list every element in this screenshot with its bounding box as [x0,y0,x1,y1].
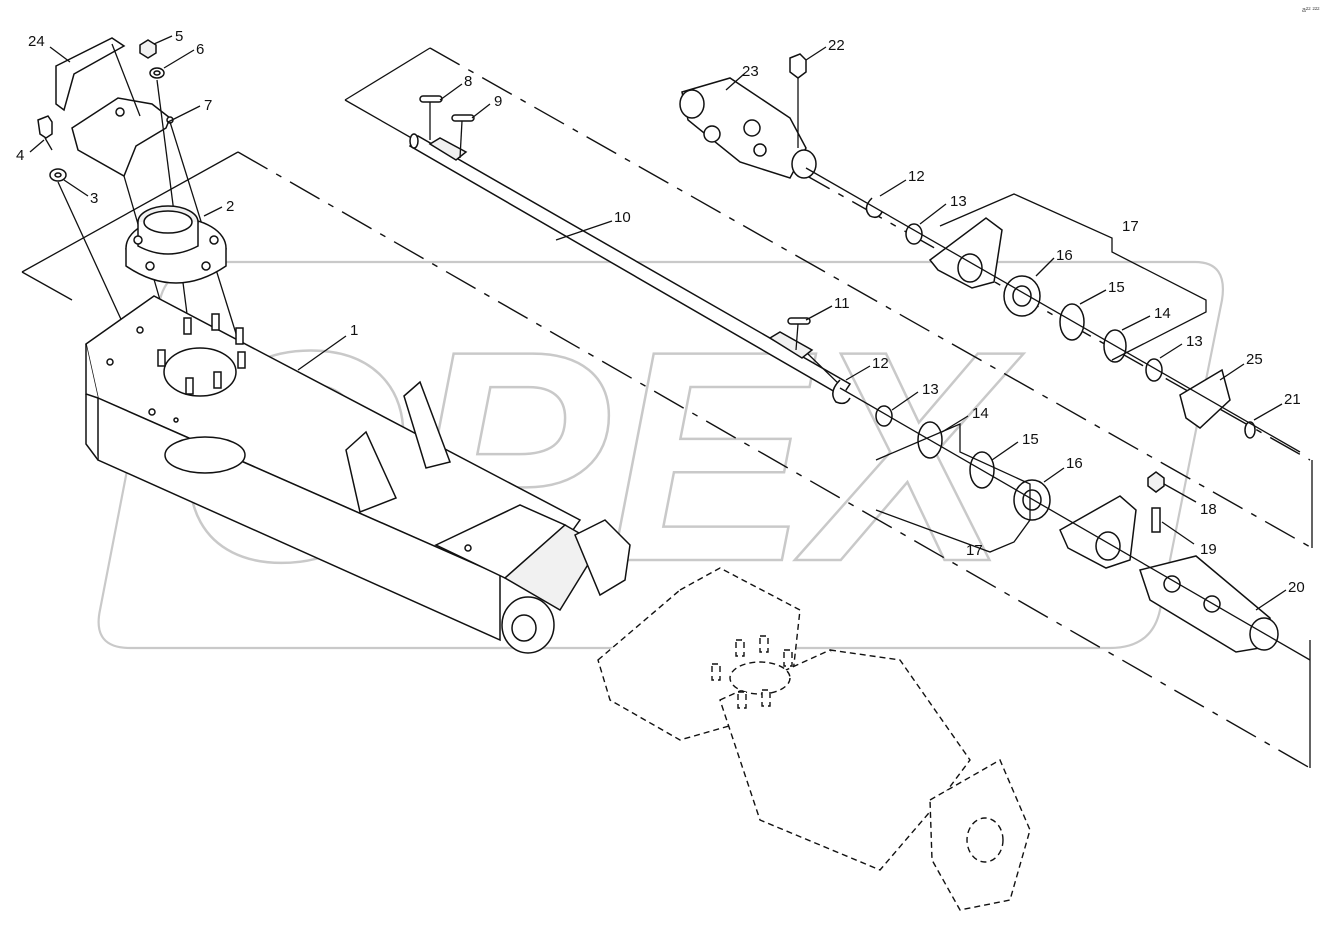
flange-part-2[interactable] [125,205,227,284]
shaft-part-10[interactable] [408,133,852,398]
callout-6[interactable]: 6 [196,41,204,58]
callout-12-lower[interactable]: 12 [872,355,889,372]
rings-upper[interactable] [805,167,1301,453]
washer-part-6[interactable] [149,67,165,79]
plate-part-7[interactable] [71,97,174,178]
studs[interactable] [157,313,246,395]
key-part-8[interactable] [419,95,443,140]
assembly-brackets-17 [875,193,1207,553]
callout-23[interactable]: 23 [742,63,759,80]
callout-17-lower[interactable]: 17 [966,542,983,559]
callout-8[interactable]: 8 [464,73,472,90]
callout-16-lower[interactable]: 16 [1066,455,1083,472]
callout-19[interactable]: 19 [1200,541,1217,558]
callout-24[interactable]: 24 [28,33,45,50]
callouts: 24 5 6 7 4 3 2 1 8 9 10 11 23 22 12 13 1… [16,28,1305,596]
callout-9[interactable]: 9 [494,93,502,110]
axis-lines [21,47,1313,769]
callout-15-upper[interactable]: 15 [1108,279,1125,296]
callout-16-upper[interactable]: 16 [1056,247,1073,264]
key-part-9[interactable] [451,114,475,159]
callout-17-upper[interactable]: 17 [1122,218,1139,235]
callout-20[interactable]: 20 [1288,579,1305,596]
callout-22[interactable]: 22 [828,37,845,54]
rings-lower[interactable] [832,379,1311,661]
corner-mark: a²² ²²² [1302,7,1320,14]
callout-25[interactable]: 25 [1246,351,1263,368]
callout-13-upper-a[interactable]: 13 [950,193,967,210]
callout-12-upper[interactable]: 12 [908,168,925,185]
callout-1[interactable]: 1 [350,322,358,339]
callout-7[interactable]: 7 [204,97,212,114]
callout-2[interactable]: 2 [226,198,234,215]
nut-part-5[interactable] [139,39,157,59]
callout-15-lower[interactable]: 15 [1022,431,1039,448]
callout-21[interactable]: 21 [1284,391,1301,408]
callout-5[interactable]: 5 [175,28,183,45]
callout-3[interactable]: 3 [90,190,98,207]
callout-leaders [29,35,1287,611]
callout-14-lower[interactable]: 14 [972,405,989,422]
bolt-part-4[interactable] [37,115,53,151]
callout-18[interactable]: 18 [1200,501,1217,518]
callout-14-upper[interactable]: 14 [1154,305,1171,322]
callout-13-upper-b[interactable]: 13 [1186,333,1203,350]
bracket-part-24[interactable] [55,37,126,112]
callout-4[interactable]: 4 [16,147,24,164]
washer-part-3[interactable] [49,168,67,182]
u-joint-part-23[interactable] [679,77,817,179]
callout-10[interactable]: 10 [614,209,631,226]
hidden-gearbox-assembly [597,567,1031,911]
bolt-part-22[interactable] [789,53,807,148]
key-part-11[interactable] [787,317,811,351]
callout-13-lower[interactable]: 13 [922,381,939,398]
callout-11[interactable]: 11 [834,295,850,312]
